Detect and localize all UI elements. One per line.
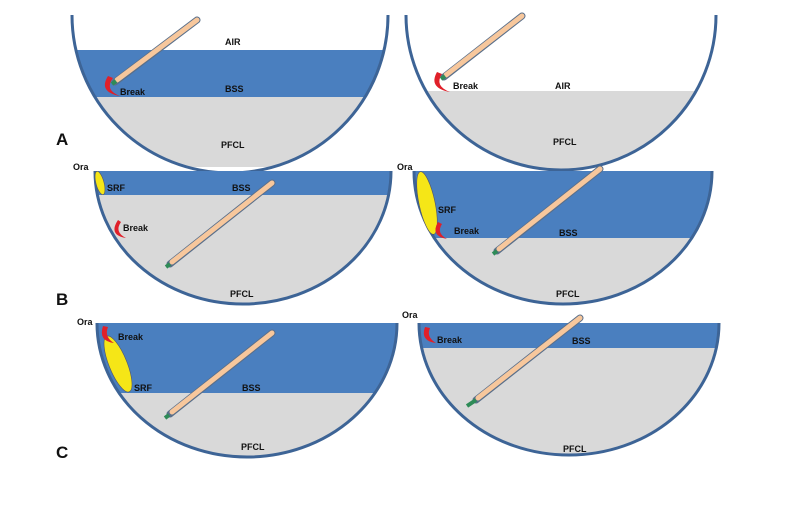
panel-b-left: Ora SRF BSS Break PFCL — [73, 162, 393, 306]
eye-wall — [404, 14, 718, 172]
bss-layer — [95, 171, 391, 195]
bss-layer — [414, 171, 712, 238]
bss-label: BSS — [242, 383, 261, 393]
break-label: Break — [437, 335, 463, 345]
panel-c-left: Ora Break SRF BSS PFCL — [77, 317, 399, 459]
break-label: Break — [453, 81, 479, 91]
ora-label: Ora — [73, 162, 90, 172]
retinal-break — [435, 222, 447, 239]
panel-b-right: Ora SRF Break BSS PFCL — [397, 162, 714, 306]
srf-label: SRF — [107, 183, 126, 193]
pfcl-label: PFCL — [553, 137, 577, 147]
pfcl-label: PFCL — [230, 289, 254, 299]
air-label: AIR — [225, 37, 241, 47]
ora-label: Ora — [77, 317, 94, 327]
srf-label: SRF — [134, 383, 153, 393]
pfcl-label: PFCL — [241, 442, 265, 452]
ora-label: Ora — [402, 310, 419, 320]
break-label: Break — [120, 87, 146, 97]
panel-c-right: Ora Break BSS PFCL — [402, 310, 721, 457]
bss-label: BSS — [232, 183, 251, 193]
break-label: Break — [454, 226, 480, 236]
air-label: AIR — [555, 81, 571, 91]
eye-wall — [93, 170, 393, 306]
pfcl-label: PFCL — [563, 444, 587, 454]
pfcl-layer — [72, 97, 388, 167]
pfcl-label: PFCL — [221, 140, 245, 150]
panel-label-a: A — [56, 130, 68, 149]
retinal-break — [101, 326, 114, 343]
ora-label: Ora — [397, 162, 414, 172]
panel-a-left: AIR BSS PFCL Break — [70, 14, 390, 175]
panel-a-right: AIR PFCL Break — [404, 12, 718, 172]
break-label: Break — [118, 332, 144, 342]
retinal-break — [104, 76, 120, 96]
eye-wall — [417, 322, 721, 457]
retinal-break — [114, 220, 126, 238]
eye-wall — [95, 322, 399, 459]
bss-label: BSS — [559, 228, 578, 238]
bss-label: BSS — [572, 336, 591, 346]
subretinal-fluid — [416, 171, 438, 235]
pfcl-label: PFCL — [556, 289, 580, 299]
break-label: Break — [123, 223, 149, 233]
bss-label: BSS — [225, 84, 244, 94]
subretinal-fluid — [94, 171, 106, 195]
pfcl-layer — [406, 91, 716, 170]
srf-label: SRF — [438, 205, 457, 215]
retinal-break — [434, 72, 450, 92]
retinal-break — [423, 327, 436, 343]
panel-label-c: C — [56, 443, 68, 462]
panel-label-b: B — [56, 290, 68, 309]
bss-layer — [97, 323, 397, 393]
